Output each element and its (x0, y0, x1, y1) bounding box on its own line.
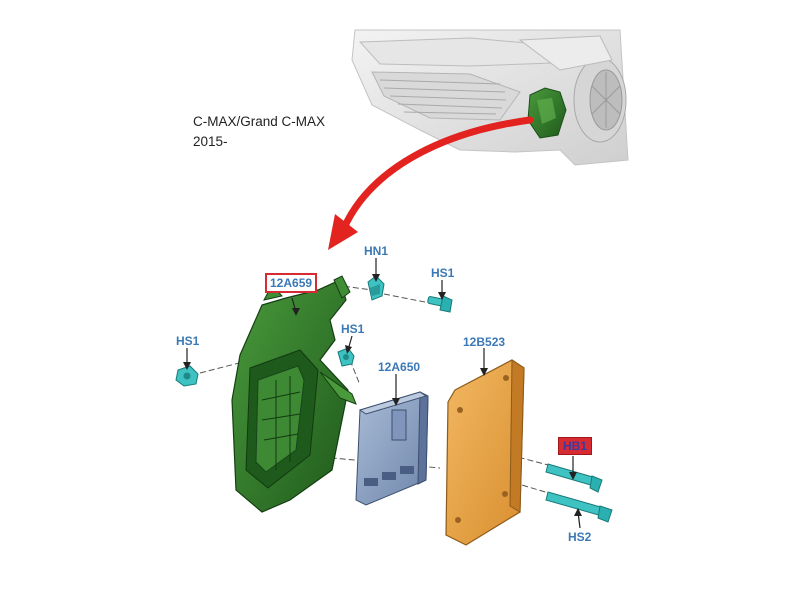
model-name: C-MAX/Grand C-MAX (193, 114, 326, 129)
location-arrow (328, 116, 534, 250)
label-screw-mid: HS1 (341, 322, 365, 336)
model-caption: C-MAX/Grand C-MAX 2015- (193, 112, 325, 152)
hs2-bolt (545, 491, 613, 523)
protective-cover (445, 359, 525, 546)
mounting-bracket (231, 275, 357, 513)
label-screw-left: HS1 (176, 334, 200, 348)
label-bolt-lower: HS2 (568, 530, 592, 544)
model-year: 2015- (193, 134, 228, 149)
hs1-top-screw (427, 295, 453, 313)
hs1-mid-screw (337, 347, 355, 367)
hs1-left-screw (175, 365, 199, 387)
label-cover-part: 12B523 (463, 335, 506, 349)
label-bolt-upper: HB1 (558, 437, 593, 455)
leader-arrowheads (183, 274, 582, 516)
label-module-part: 12A650 (378, 360, 421, 374)
control-module (355, 391, 429, 506)
label-bracket-part: 12A659 (265, 273, 318, 293)
label-screw-top: HS1 (431, 266, 455, 280)
label-nut: HN1 (364, 244, 389, 258)
vehicle-front-illustration (351, 29, 629, 166)
